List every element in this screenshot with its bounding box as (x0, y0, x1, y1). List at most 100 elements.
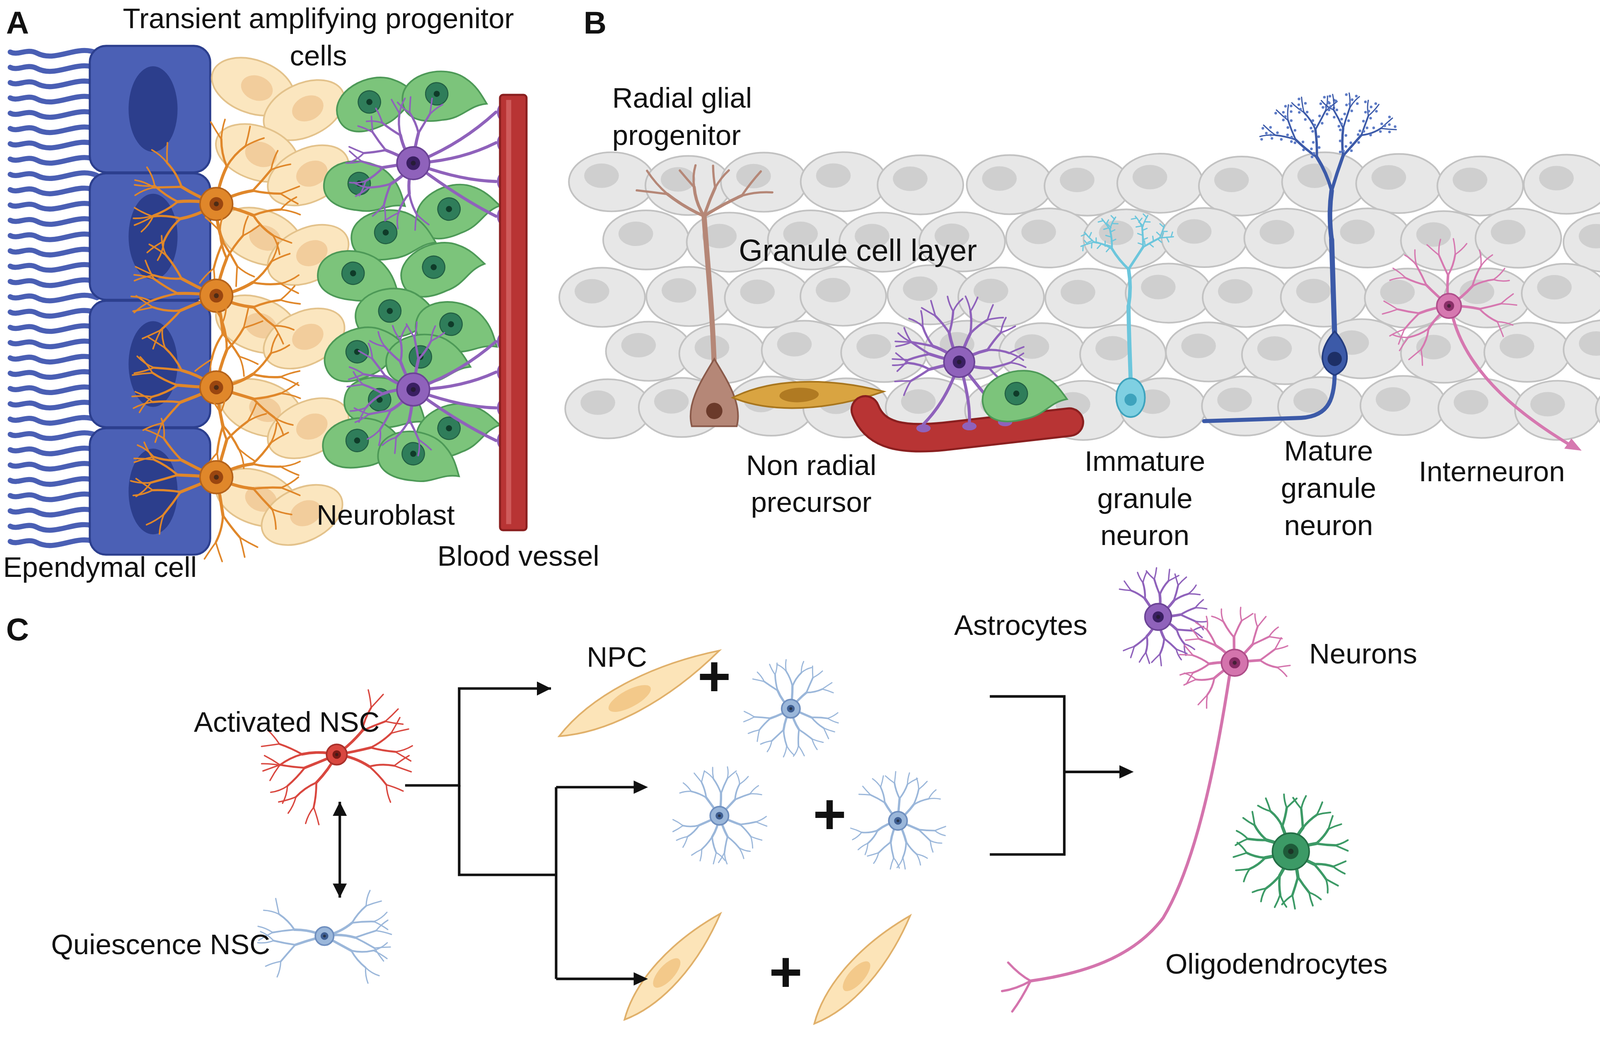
cell-process (682, 825, 699, 827)
cell-process (406, 323, 415, 338)
granule-cell (1242, 325, 1328, 385)
vessel-highlight (506, 99, 512, 525)
cilium (10, 326, 97, 332)
cell-process (1438, 239, 1441, 256)
cell-process (908, 363, 930, 370)
granule-cell (1319, 319, 1405, 379)
dendritic-spine (1097, 244, 1101, 249)
cell-process (386, 785, 391, 803)
cilium (10, 448, 97, 455)
cell-process (348, 374, 364, 380)
cell-body (1221, 649, 1248, 677)
cell-process (1380, 118, 1393, 129)
dendritic-spine (1106, 244, 1112, 247)
cell-process (280, 285, 295, 300)
cell-process (935, 316, 950, 334)
interneuron-body (1382, 238, 1517, 366)
cell-process (1159, 581, 1169, 595)
cell-process (378, 331, 385, 347)
cell-group: Activated NSC (188, 702, 406, 803)
dendritic-spine (1145, 221, 1151, 223)
dendritic-spine (1372, 126, 1376, 130)
granule-cell (1563, 320, 1600, 380)
cell-process (989, 362, 1011, 369)
dendritic-spine (1351, 98, 1354, 102)
cell-process (1188, 594, 1200, 595)
cell-process (1309, 892, 1313, 907)
cell-label: Astrocytes (954, 606, 1088, 645)
cell-process (272, 509, 292, 515)
dendritic-spine (1290, 140, 1293, 143)
interneuron (1382, 238, 1582, 451)
cell-process (902, 858, 906, 870)
dendritic-spine (1338, 139, 1342, 143)
cell-process (361, 161, 383, 168)
cell-process (1111, 248, 1129, 270)
cell-process (397, 212, 399, 229)
dendritic-spine (1152, 236, 1154, 242)
cell-process (215, 515, 223, 543)
cell-process (166, 162, 182, 187)
cell-process (786, 746, 794, 756)
cell-process (373, 950, 387, 959)
nsc-cell (743, 659, 839, 758)
cell-process (226, 235, 243, 259)
cell-process (767, 741, 772, 752)
cell-process (205, 217, 220, 232)
panel-a-illustration (10, 45, 527, 562)
cell-process (1234, 621, 1242, 638)
cell-process (217, 425, 223, 454)
cell-process (384, 346, 401, 362)
cell-process (252, 464, 281, 467)
cell-process (1331, 155, 1344, 191)
cell-process (1280, 894, 1287, 908)
granule-nucleus (574, 279, 610, 304)
cell-process (911, 342, 930, 355)
granule-cell (1563, 212, 1600, 273)
cell-process (350, 408, 366, 412)
granule-cell (1201, 376, 1288, 436)
cell-process (1416, 265, 1427, 286)
cell-process (801, 667, 812, 674)
dendritic-spine (1344, 93, 1348, 96)
cilium (10, 203, 97, 210)
granule-nucleus (892, 166, 928, 191)
cell-process (724, 853, 728, 865)
cell-process (1154, 567, 1157, 580)
cell-body (1144, 604, 1172, 631)
cell-process (252, 190, 281, 194)
dendritic-spine (1320, 121, 1324, 125)
dendritic-spine (1107, 224, 1112, 228)
cilium (10, 310, 97, 317)
cell-body (1322, 331, 1347, 376)
granule-cell (1278, 377, 1364, 437)
cell-process (1257, 616, 1266, 628)
cell-process (135, 180, 154, 188)
astrocyte (347, 322, 508, 457)
cell-process (691, 791, 706, 798)
cell-nucleus (355, 87, 384, 117)
axon-terminal (1012, 981, 1031, 1013)
dendritic-spine (1309, 147, 1313, 150)
cell-process (1301, 796, 1307, 810)
cell-process (812, 739, 824, 743)
cell-process (1316, 843, 1336, 846)
cell-nucleus (894, 817, 902, 826)
cell-process (137, 356, 154, 368)
cell-process (1186, 672, 1194, 684)
cell-process (1128, 247, 1144, 270)
dendritic-spine (1374, 102, 1377, 105)
cell-process (135, 187, 154, 196)
granule-nucleus (1380, 280, 1415, 305)
cell-process (1131, 590, 1146, 600)
panel-letter: B (583, 2, 607, 44)
cilium (10, 127, 97, 133)
cell-process (1279, 875, 1281, 895)
dendritic-spine (1171, 232, 1173, 237)
cell-process (161, 328, 165, 349)
cell-body (978, 363, 1069, 426)
cell-process (822, 689, 834, 694)
radial-glia (636, 165, 773, 427)
cilium (10, 96, 97, 103)
plus-sign: + (799, 785, 861, 844)
